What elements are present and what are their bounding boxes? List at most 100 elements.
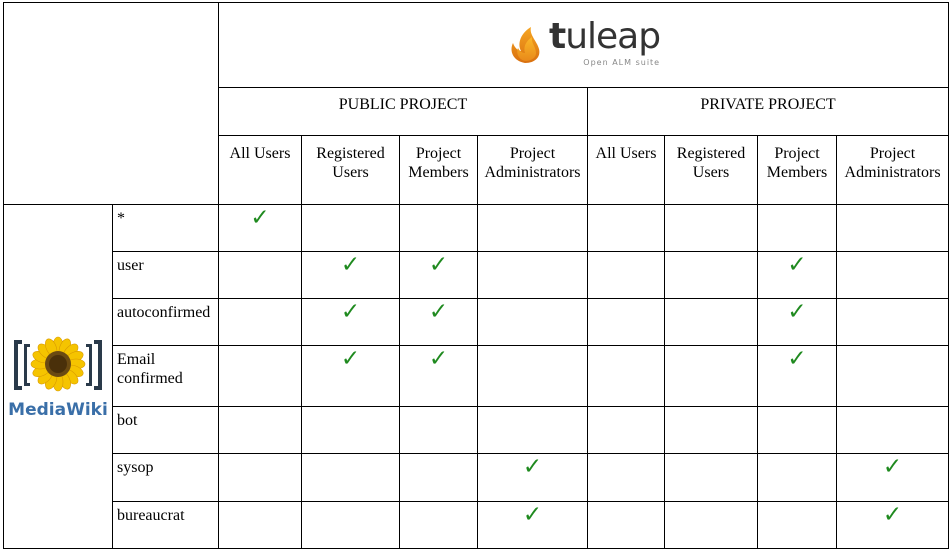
permission-cell [664,406,758,454]
permission-cell [218,345,302,407]
permission-cell [477,204,588,252]
permission-cell [218,453,302,502]
tuleap-logo-cell: tuleap Open ALM suite [217,2,950,88]
permission-cell [477,345,588,407]
permission-cell [399,406,478,454]
permission-cell [399,204,478,252]
tuleap-wordmark: uleap [565,15,661,57]
permission-cell [587,298,665,346]
checkmark-icon: ✓ [340,299,361,325]
permission-cell: ✓ [835,501,950,549]
column-header: Project Administrators [477,135,588,205]
permission-cell: ✓ [757,345,837,407]
permission-cell [399,453,478,502]
public-project-header: PUBLIC PROJECT [218,87,588,136]
checkmark-icon: ✓ [882,454,903,480]
permission-cell: ✓ [757,298,837,346]
permission-cell [477,406,588,454]
permission-cell [301,501,400,549]
permissions-table: tuleap Open ALM suite PUBLIC PROJECT PRI… [3,2,950,549]
checkmark-icon: ✓ [428,346,449,372]
permission-cell [587,251,665,299]
role-label: user [112,251,219,299]
permission-cell [664,204,758,252]
table-row: bureaucrat ✓ ✓ [4,501,950,549]
permission-cell [835,251,950,299]
corner-empty-cell [3,2,219,205]
checkmark-icon: ✓ [340,346,361,372]
permission-cell [301,204,400,252]
table-row: user ✓ ✓ ✓ [4,251,950,299]
permission-cell [587,406,665,454]
column-header: Project Members [399,135,478,205]
mediawiki-wordmark: MediaWiki [8,399,108,420]
permission-cell [835,298,950,346]
role-label: autoconfirmed [112,298,219,346]
permission-cell [664,251,758,299]
table-row: MediaWiki * ✓ [3,204,950,549]
role-label: Email confirmed [112,345,219,407]
checkmark-icon: ✓ [428,252,449,278]
checkmark-icon: ✓ [787,299,807,325]
role-label: bureaucrat [112,501,219,549]
permission-cell: ✓ [301,345,400,407]
checkmark-icon: ✓ [428,299,449,325]
sunflower-brackets-icon [14,336,102,391]
table-row: bot [4,406,950,454]
permission-cell: ✓ [477,453,588,502]
permission-cell [757,501,837,549]
permission-cell [587,453,665,502]
permission-cell: ✓ [757,251,837,299]
tuleap-wordmark-t: t [549,15,566,57]
permission-cell [835,204,950,252]
tuleap-flame-icon [511,27,540,63]
mediawiki-logo: MediaWiki [4,334,112,420]
mediawiki-logo-cell: MediaWiki [3,204,113,549]
role-label: bot [112,406,219,454]
permission-cell [218,298,302,346]
permission-cell [664,298,758,346]
checkmark-icon: ✓ [340,252,361,278]
permission-cell: ✓ [301,298,400,346]
permission-cell [587,501,665,549]
permission-cell [664,501,758,549]
permission-cell [587,345,665,407]
tuleap-logo: tuleap Open ALM suite [219,15,948,72]
checkmark-icon: ✓ [522,454,543,480]
table-row: Email confirmed ✓ ✓ ✓ [4,345,950,407]
column-header: All Users [587,135,665,205]
role-label: * [112,204,219,252]
permission-cell: ✓ [399,251,478,299]
permission-cell [399,501,478,549]
role-label: sysop [112,453,219,502]
permission-cell [757,406,837,454]
permission-cell [835,345,950,407]
tuleap-tagline: Open ALM suite [583,57,661,67]
column-header: Project Members [757,135,837,205]
permission-cell: ✓ [835,453,950,502]
permission-cell: ✓ [301,251,400,299]
permission-cell [664,345,758,407]
permission-cell: ✓ [218,204,302,252]
permission-cell [301,406,400,454]
permission-cell [835,406,950,454]
permission-cell: ✓ [477,501,588,549]
checkmark-icon: ✓ [882,502,903,528]
table-row: sysop ✓ ✓ [4,453,950,502]
permission-cell [218,501,302,549]
column-header: Registered Users [664,135,758,205]
permission-cell [757,453,837,502]
permission-cell [477,251,588,299]
permission-cell [587,204,665,252]
permission-cell [664,453,758,502]
column-header: Project Administrators [835,135,950,205]
column-header: Registered Users [301,135,400,205]
permission-cell [477,298,588,346]
permission-cell [757,204,837,252]
checkmark-icon: ✓ [250,205,270,231]
private-project-header: PRIVATE PROJECT [586,87,950,136]
permission-cell [218,406,302,454]
permission-cell: ✓ [399,298,478,346]
permission-cell [218,251,302,299]
column-header: All Users [218,135,302,205]
